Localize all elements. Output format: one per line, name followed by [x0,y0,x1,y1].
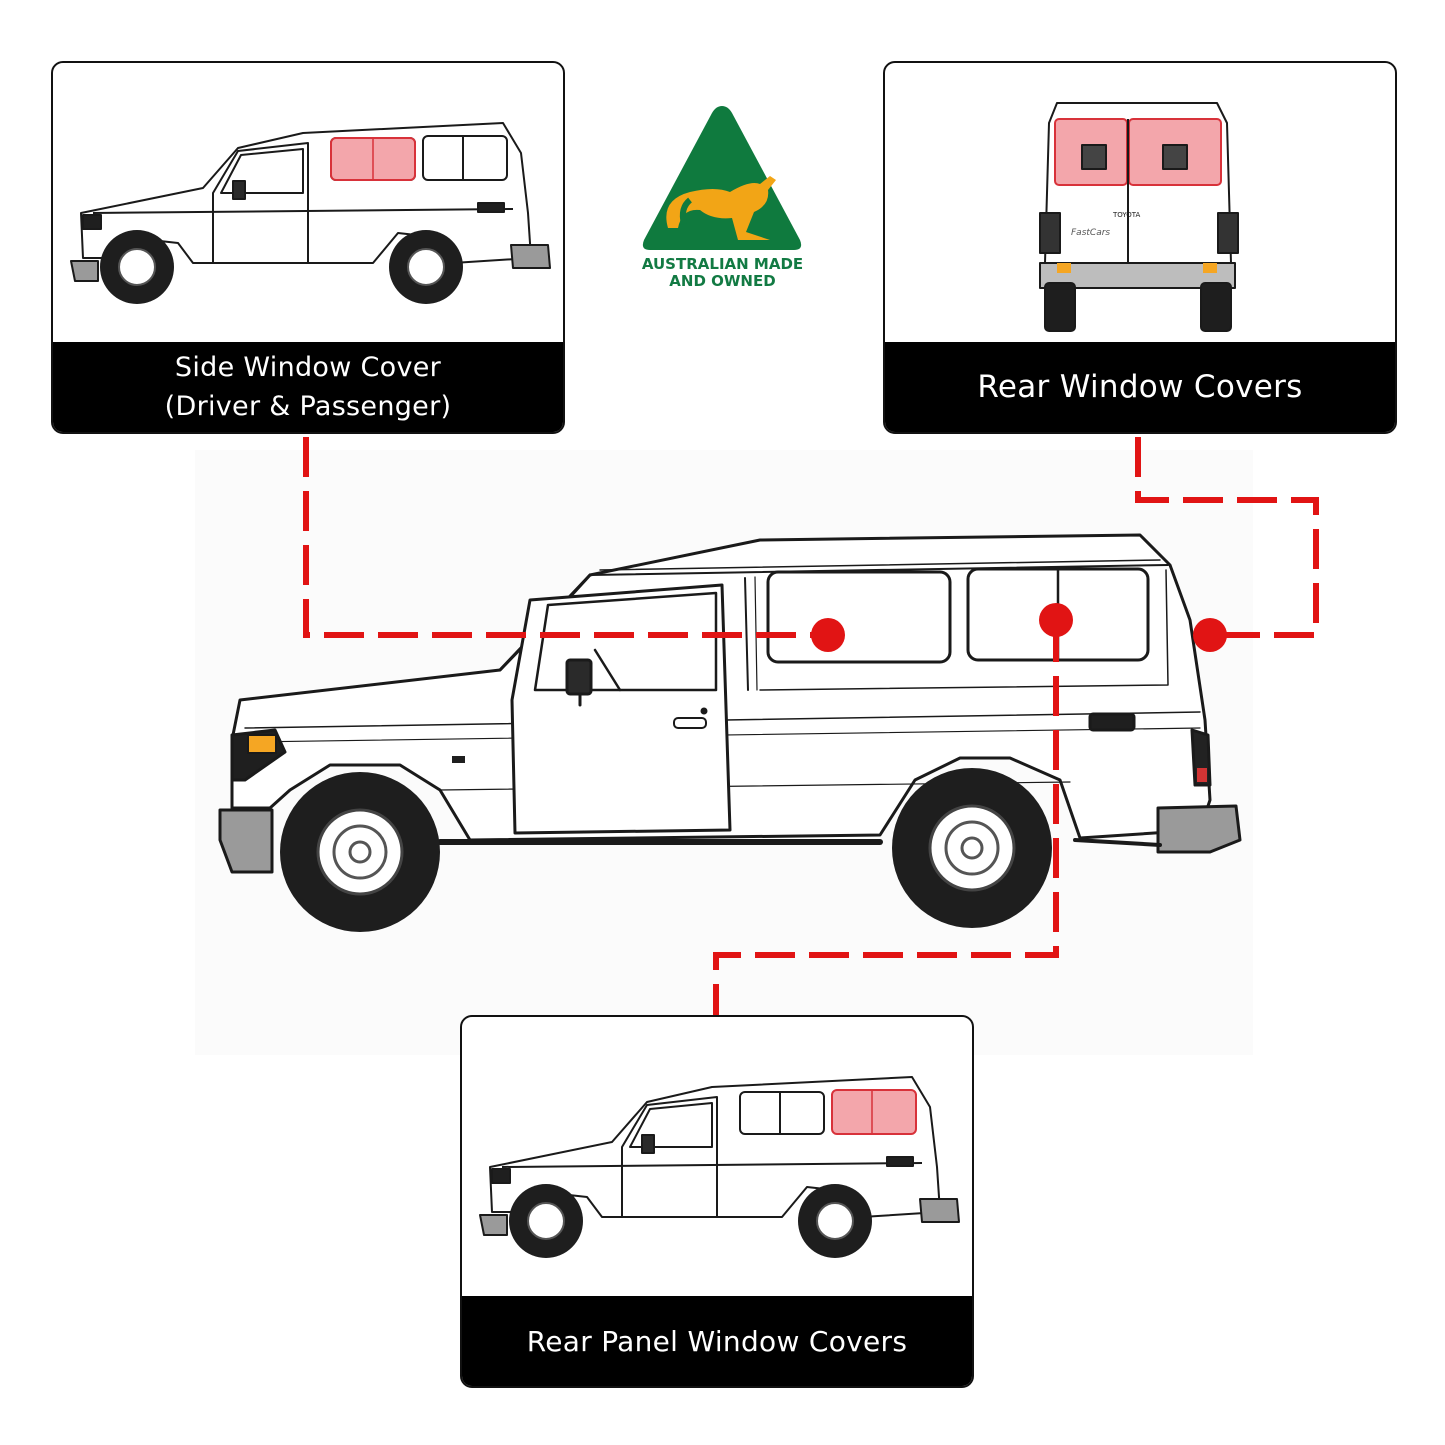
connector-rear-panel [713,622,1059,1015]
rear-window-caption: Rear Window Covers [885,342,1395,432]
side-window-cover-card: Side Window Cover (Driver & Passenger) [51,61,565,434]
thumbnail-wheels [100,230,463,304]
rear-panel-highlight [831,1089,917,1135]
rear-window-covers-card: TOYOTA FastCars Rear Window Covers [883,61,1397,434]
kangaroo-triangle-icon [642,106,802,250]
side-caption-line1: Side Window Cover [174,352,442,383]
marker-rear-panel [1039,603,1073,637]
rear-panel-window-thumbnail [479,1076,960,1258]
marker-side-window [811,618,845,652]
logo-text-line2: AND OWNED [669,272,776,290]
side-window-thumbnail [70,122,551,304]
rear-make-badge: TOYOTA [1112,211,1141,219]
side-caption-line2: (Driver & Passenger) [164,391,452,422]
front-wheel [280,772,440,932]
logo-text-line1: AUSTRALIAN MADE [641,255,804,273]
rear-panel-caption: Rear Panel Window Covers [462,1296,972,1386]
side-window-caption: Side Window Cover (Driver & Passenger) [53,342,563,432]
rear-panel-window-covers-card: Rear Panel Window Covers [460,1015,974,1388]
thumbnail-wheels [509,1184,872,1258]
australian-made-logo: AUSTRALIAN MADE AND OWNED [620,100,825,305]
rear-dealer-badge: FastCars [1071,228,1110,238]
connector-lines [303,437,1319,1015]
rear-window-thumbnail: TOYOTA FastCars [1039,102,1239,332]
rear-panel-caption-text: Rear Panel Window Covers [526,1324,908,1358]
connector-rear-window [1135,437,1319,638]
rear-caption-text: Rear Window Covers [977,369,1303,405]
marker-rear-window [1193,618,1227,652]
troop-carrier-side-view [218,533,1242,874]
rear-wheel [892,768,1052,928]
connector-side-window [303,437,828,638]
